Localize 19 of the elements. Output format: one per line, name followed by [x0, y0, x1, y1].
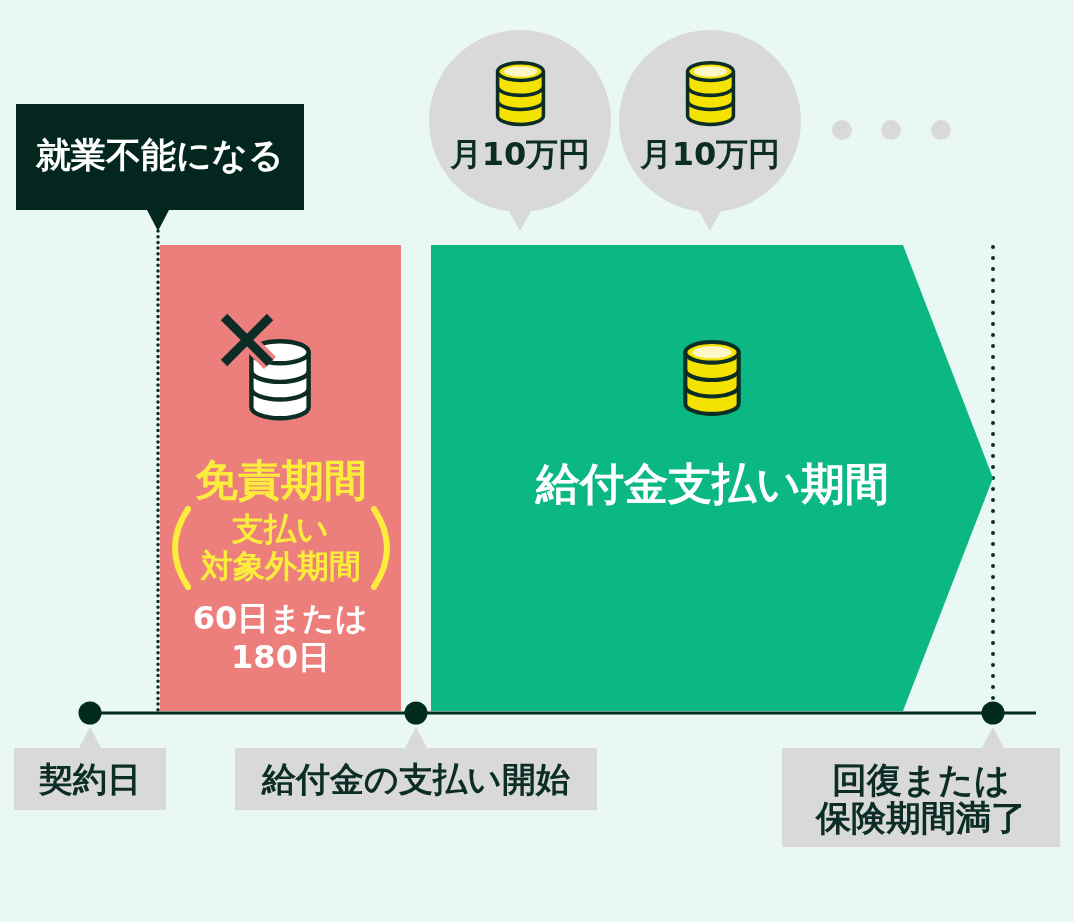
callout-text: 就業不能になる: [36, 134, 284, 177]
arrow-shape: [431, 245, 993, 711]
dotted-leader-line: [156, 229, 160, 713]
callout-box: [235, 727, 597, 810]
date-label: 回復または保険期間満了: [816, 761, 1026, 837]
period-label: 給付金支払い期間: [535, 456, 889, 511]
amount-text: 月10万円: [639, 134, 781, 174]
callout-box: [14, 727, 166, 810]
period-title: 免責期間: [194, 454, 367, 507]
period-box: [160, 245, 401, 711]
amount-text: 月10万円: [449, 134, 591, 174]
speech-bubble: [429, 30, 611, 231]
duration-text: 60日または180日: [192, 599, 369, 677]
date-label: 給付金の支払い開始: [262, 757, 570, 801]
callout-box: [16, 104, 304, 231]
callout-box: [782, 727, 1060, 847]
speech-bubble: [619, 30, 801, 231]
date-label: 契約日: [39, 757, 141, 801]
period-subtitle: 支払い対象外期間: [200, 511, 361, 585]
